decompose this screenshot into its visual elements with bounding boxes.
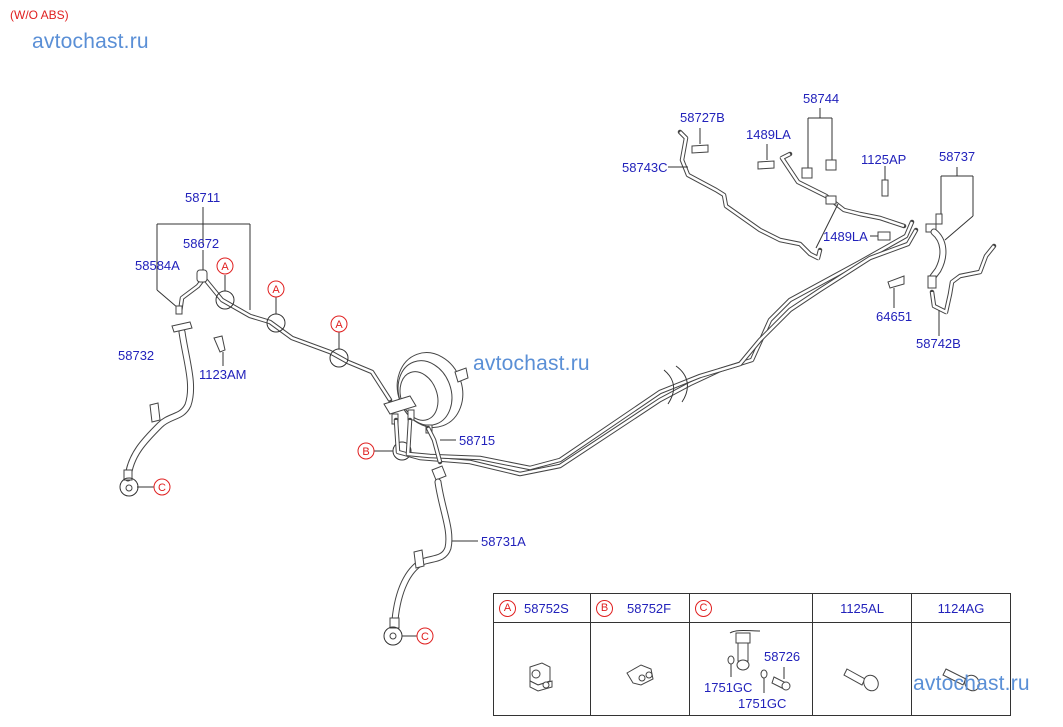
part-58752F: 58752F [627,600,672,616]
bracket-64651 [887,275,905,308]
label-58715: 58715 [459,433,496,448]
label-58732: 58732 [118,348,155,363]
label-1489LA-mid: 1489LA [823,229,868,244]
label-58711: 58711 [185,190,221,205]
ref-a-marker-3: A [330,315,348,333]
legend-cell-a [493,622,591,716]
legend-cell-1124AG [911,622,1011,716]
clip-58752F-icon [626,664,654,686]
ref-a-marker-2: A [267,280,285,298]
ref-c-letter: C [158,482,166,494]
ref-c-letter: C [695,599,712,617]
clip-1489LA-mid [870,231,891,241]
ref-a-marker-1: A [216,257,234,275]
front-left-brake-hose [119,321,195,497]
main-brake-pipes [393,219,919,477]
legend-header-1124AG: 1124AG [911,593,1011,623]
label-58737: 58737 [939,149,976,164]
bolt-1124AG-icon [942,668,980,692]
rear-pipe-58742B [929,243,997,336]
ref-b-letter: B [596,599,613,617]
legend-header-b: B 58752F [590,593,690,623]
label-58742B: 58742B [916,336,961,351]
brake-booster [383,352,469,434]
diagram-title: (W/O ABS) [10,8,69,22]
ref-c-marker [153,478,171,496]
label-1125AP: 1125AP [861,152,907,167]
legend-header-c: C [689,593,813,623]
legend-cell-c: 58726 1751GC 1751GC [689,622,813,716]
label-58744: 58744 [803,91,840,106]
label-1489LA-top: 1489LA [746,127,791,142]
leader-58711 [156,207,251,310]
bolt-1123AM [213,335,226,366]
ref-c-marker-2: C [416,627,434,645]
rear-hose-58737 [925,167,974,289]
rear-pipe-58743C [677,129,823,261]
parts-legend-table: A 58752S B 58752F C 1125AL 1124AG [493,593,1011,716]
watermark-bottom-right: avtochast.ru [913,672,1030,695]
legend-cell-b [590,622,690,716]
part-58726: 58726 [764,649,801,664]
front-right-brake-hose [383,465,453,646]
clip-58727B [691,128,709,154]
svg-text:A: A [221,261,229,273]
clip-1489LA-top [757,144,775,170]
label-58743C: 58743C [622,160,668,175]
label-64651: 64651 [876,309,913,324]
label-58672: 58672 [183,236,220,251]
rear-pipe-58744 [779,108,907,229]
svg-text:A: A [272,284,280,296]
part-1751GC-1: 1751GC [704,680,753,695]
label-1123AM: 1123AM [199,367,247,382]
legend-header-1125AL: 1125AL [812,593,912,623]
svg-text:B: B [362,446,369,458]
clip-58752S-icon [529,662,553,692]
ref-b-marker: B [357,442,375,460]
pipe-58715 [425,425,443,465]
svg-text:A: A [335,319,343,331]
part-1751GC-2: 1751GC [738,696,787,711]
label-58731A: 58731A [481,534,526,549]
label-58727B: 58727B [680,110,725,125]
part-58752S: 58752S [524,600,569,616]
legend-header-a: A 58752S [493,593,591,623]
legend-cell-1125AL [812,622,912,716]
watermark-top-left: avtochast.ru [32,30,149,53]
bolt-1125AP [881,166,889,197]
svg-text:C: C [421,631,429,643]
ref-a-letter: A [499,599,516,617]
front-left-brake-pipe [175,269,393,403]
bolt-1125AL-icon [843,668,879,692]
hose-fitting-icon [727,630,791,693]
label-58584A: 58584A [135,258,180,273]
watermark-center: avtochast.ru [473,352,590,375]
